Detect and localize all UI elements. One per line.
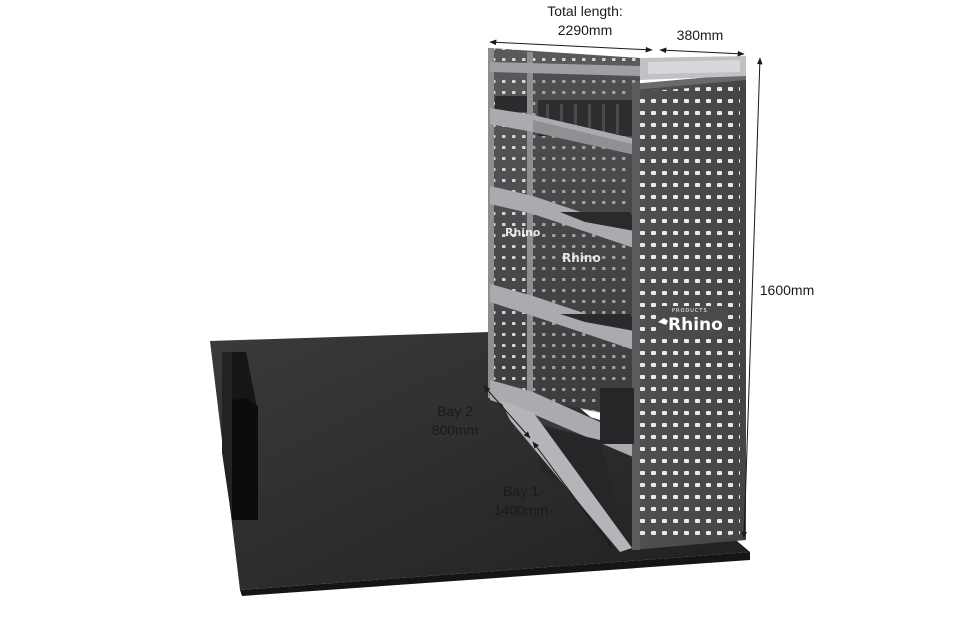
- height-label: 1600mm: [752, 281, 822, 300]
- rhino-logo-back-text: Rhino: [505, 226, 541, 239]
- bay2-line: [483, 385, 531, 439]
- rhino-logo: Rhino PRODUCTS: [658, 308, 723, 335]
- bay2-length: 800mm: [431, 422, 479, 438]
- total-length-value: 2290mm: [557, 22, 613, 38]
- bay1-line: [532, 441, 613, 549]
- depth-line: [659, 47, 745, 57]
- total-length-label: Total length: 2290mm: [520, 2, 650, 40]
- rhino-logo-back-text-2: Rhino: [562, 251, 601, 265]
- height-line: [741, 57, 763, 539]
- dimension-lines: [483, 39, 763, 549]
- bay2-label: Bay 2 800mm: [410, 402, 500, 440]
- wheel-arch: [222, 352, 258, 520]
- bay1-name: Bay 1: [503, 483, 539, 499]
- bay1-length: 1400mm: [493, 502, 549, 518]
- rack-end-panel: [600, 56, 746, 550]
- depth-label: 380mm: [660, 26, 740, 45]
- height-value: 1600mm: [759, 282, 815, 298]
- total-length-caption: Total length:: [547, 3, 623, 19]
- depth-value: 380mm: [676, 27, 724, 43]
- rhino-logo-subtext: PRODUCTS: [672, 308, 708, 314]
- rhino-logo-back: Rhino Rhino: [505, 226, 601, 265]
- rhino-logo-text: Rhino: [668, 315, 723, 335]
- bay1-label: Bay 1 1400mm: [476, 482, 566, 520]
- rhino-head-icon: [658, 318, 668, 325]
- total-length-line: [489, 39, 653, 53]
- bay2-name: Bay 2: [437, 403, 473, 419]
